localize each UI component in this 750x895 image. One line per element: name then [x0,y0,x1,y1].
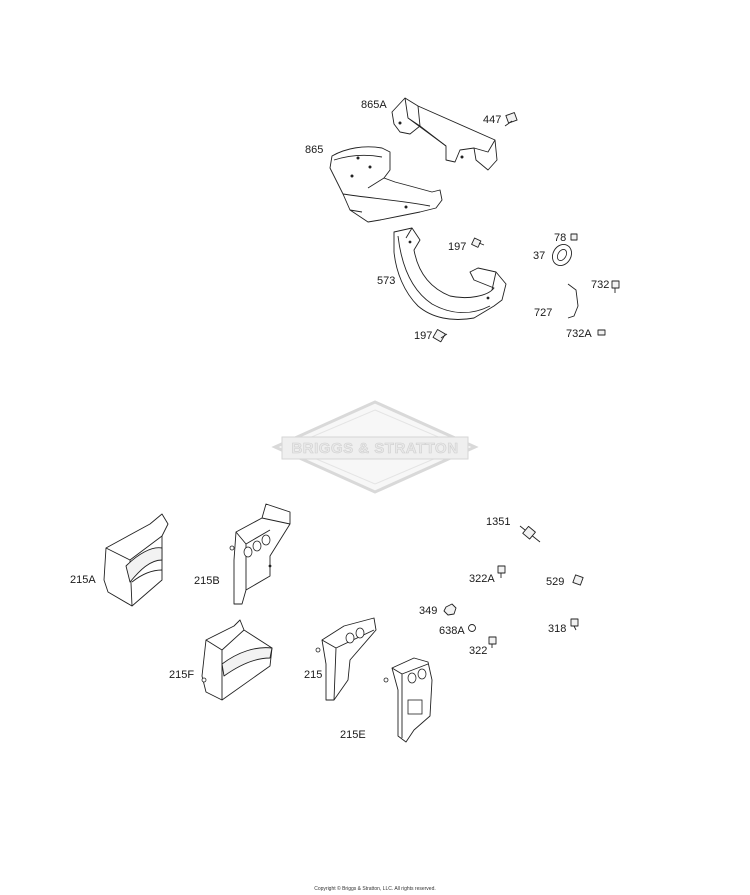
part-865A-bracket[interactable] [391,97,498,171]
part-732-screw[interactable] [611,280,620,293]
part-322A-screw[interactable] [497,565,506,578]
label-732A: 732A [566,328,592,340]
label-318: 318 [548,623,566,635]
label-349: 349 [419,605,437,617]
label-529: 529 [546,576,564,588]
label-215: 215 [304,669,322,681]
label-732: 732 [591,279,609,291]
part-732A-screw[interactable] [597,329,606,336]
part-215E-baffle[interactable] [383,657,433,743]
part-215F-air-guide[interactable] [201,619,273,701]
label-447: 447 [483,114,501,126]
part-638A-washer[interactable] [468,624,476,632]
label-215B: 215B [194,575,220,587]
label-322A: 322A [469,573,495,585]
label-215F: 215F [169,669,194,681]
label-1351: 1351 [486,516,510,528]
label-215E: 215E [340,729,366,741]
part-labels: 865A 447 865 197 78 37 573 732 727 732A … [70,99,609,741]
part-197-screw-upper[interactable] [471,237,485,248]
part-215A-air-guide[interactable] [103,513,169,607]
part-573-backplate[interactable] [393,227,507,320]
label-865A: 865A [361,99,387,111]
label-197-upper: 197 [448,241,466,253]
part-37-clip[interactable] [549,241,576,269]
label-638A: 638A [439,625,465,637]
part-78-screw[interactable] [570,233,578,241]
label-573: 573 [377,275,395,287]
label-215A: 215A [70,574,96,586]
part-727-wire[interactable] [567,283,579,319]
part-349-nut[interactable] [443,603,457,616]
svg-text:BRIGGS & STRATTON: BRIGGS & STRATTON [291,440,458,457]
copyright-notice: Copyright © Briggs & Stratton, LLC. All … [314,886,436,892]
label-78: 78 [554,232,566,244]
label-37: 37 [533,250,545,262]
label-197-lower: 197 [414,330,432,342]
part-322-screw[interactable] [488,636,497,648]
label-727: 727 [534,307,552,319]
part-1351-stud[interactable] [519,525,541,543]
part-197-screw-lower[interactable] [432,329,448,343]
part-318-screw[interactable] [570,618,579,631]
label-322: 322 [469,645,487,657]
label-865: 865 [305,144,323,156]
part-447-screw[interactable] [504,112,518,127]
part-215B-baffle[interactable] [229,503,291,605]
part-529-nut[interactable] [572,574,584,586]
part-865-shroud[interactable] [329,146,443,223]
part-215-baffle[interactable] [315,617,377,701]
brand-watermark-logo: BRIGGS & STRATTON [271,400,479,494]
